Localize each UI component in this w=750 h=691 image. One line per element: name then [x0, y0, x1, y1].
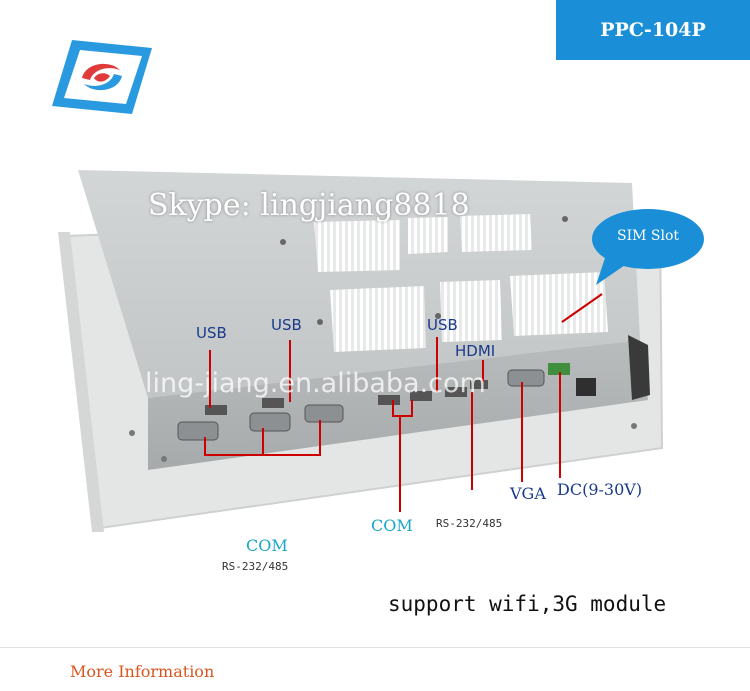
- dc-power-label: DC(9-30V): [557, 480, 643, 499]
- vga-label: VGA: [510, 484, 546, 503]
- usb-label-left: USB: [196, 324, 227, 342]
- com-label-left: COM: [246, 536, 288, 555]
- com-label-center: COM: [371, 516, 413, 535]
- swirl-logo-icon: [52, 40, 152, 114]
- skype-contact-overlay: Skype: lingjiang8818: [148, 188, 470, 223]
- support-modules-caption: support wifi,3G module: [388, 592, 667, 616]
- sim-slot-speech-bubble: [592, 209, 704, 285]
- usb-label-right: USB: [427, 316, 458, 334]
- hdmi-label: HDMI: [455, 342, 496, 360]
- more-information-link[interactable]: More Information: [70, 662, 215, 681]
- usb-label-middle: USB: [271, 316, 302, 334]
- website-watermark: ling-jiang.en.alibaba.com: [145, 368, 486, 399]
- com-center-spec: RS-232/485: [436, 517, 503, 530]
- section-divider: [0, 647, 750, 648]
- sim-slot-label: SIM Slot: [616, 228, 680, 244]
- com-left-spec: RS-232/485: [222, 560, 289, 573]
- model-badge: PPC-104P: [556, 0, 750, 60]
